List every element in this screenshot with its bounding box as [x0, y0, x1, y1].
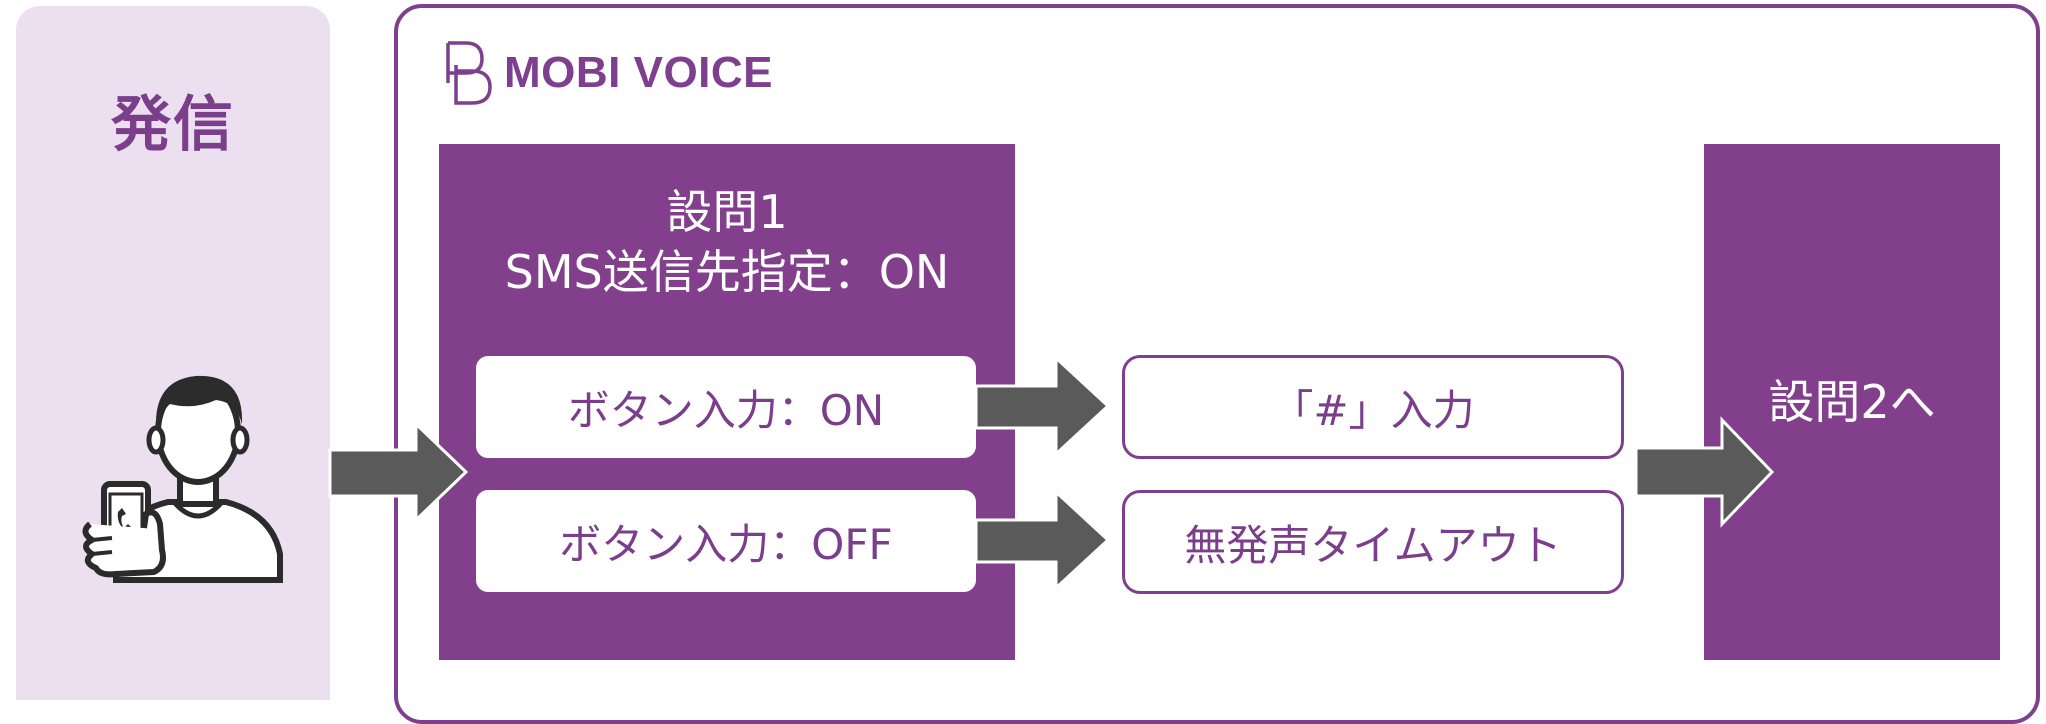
question1-title-line1: 設問1: [666, 185, 788, 239]
mobi-logo-icon: [446, 41, 492, 105]
option-button-input-on: ボタン入力：ON: [476, 356, 976, 458]
logo: MOBI VOICE: [442, 38, 773, 108]
caller-title: 発信: [111, 90, 235, 160]
arrow-caller-to-question1-icon: [328, 420, 469, 524]
caller-panel: 発信: [16, 6, 330, 700]
question1-title: 設問1 SMS送信先指定：ON: [439, 182, 1015, 302]
logo-text: MOBI VOICE: [504, 48, 774, 97]
result-silence-timeout: 無発声タイムアウト: [1122, 490, 1624, 594]
person-holding-phone-icon: [82, 375, 283, 583]
question2-label: 設問2へ: [1768, 375, 1936, 429]
option-button-input-off: ボタン入力：OFF: [476, 490, 976, 592]
arrow-on-to-hash-icon: [974, 354, 1111, 458]
arrow-to-question2-icon: [1634, 416, 1775, 528]
question1-title-line2: SMS送信先指定：ON: [504, 245, 950, 299]
arrow-off-to-timeout-icon: [974, 488, 1111, 592]
result-hash-input: 「#」入力: [1122, 355, 1624, 459]
question2-box: 設問2へ: [1704, 144, 2000, 660]
